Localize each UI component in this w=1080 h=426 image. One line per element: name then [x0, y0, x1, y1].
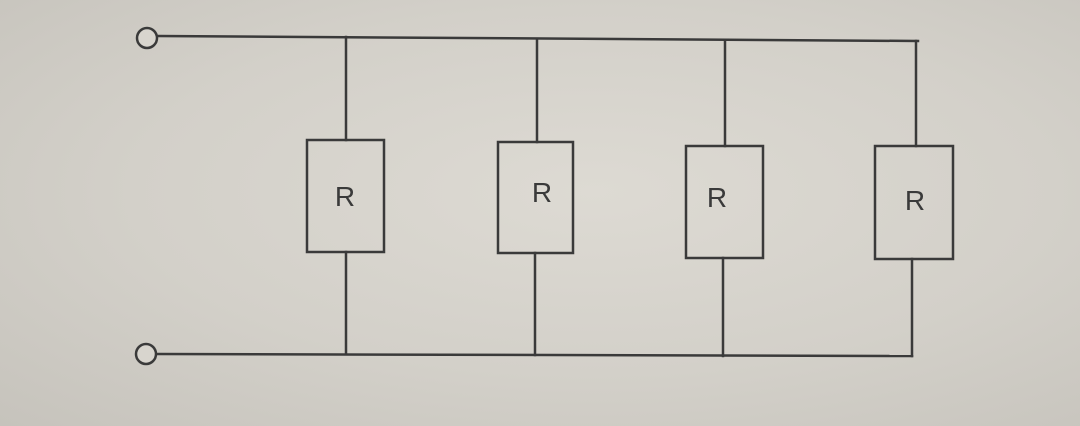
branch-3: R	[684, 38, 765, 358]
resistor-1-label: R	[335, 181, 355, 212]
bottom-terminal	[134, 342, 158, 366]
resistor-2-label: R	[532, 177, 552, 208]
branch-1: R	[305, 35, 386, 356]
resistor-4-label: R	[905, 185, 925, 216]
branch-4: R	[873, 39, 955, 358]
top-terminal	[135, 26, 159, 50]
branch-2: R	[496, 37, 575, 357]
resistor-3	[684, 144, 765, 260]
resistor-4	[873, 144, 955, 261]
resistor-3-label: R	[707, 182, 727, 213]
